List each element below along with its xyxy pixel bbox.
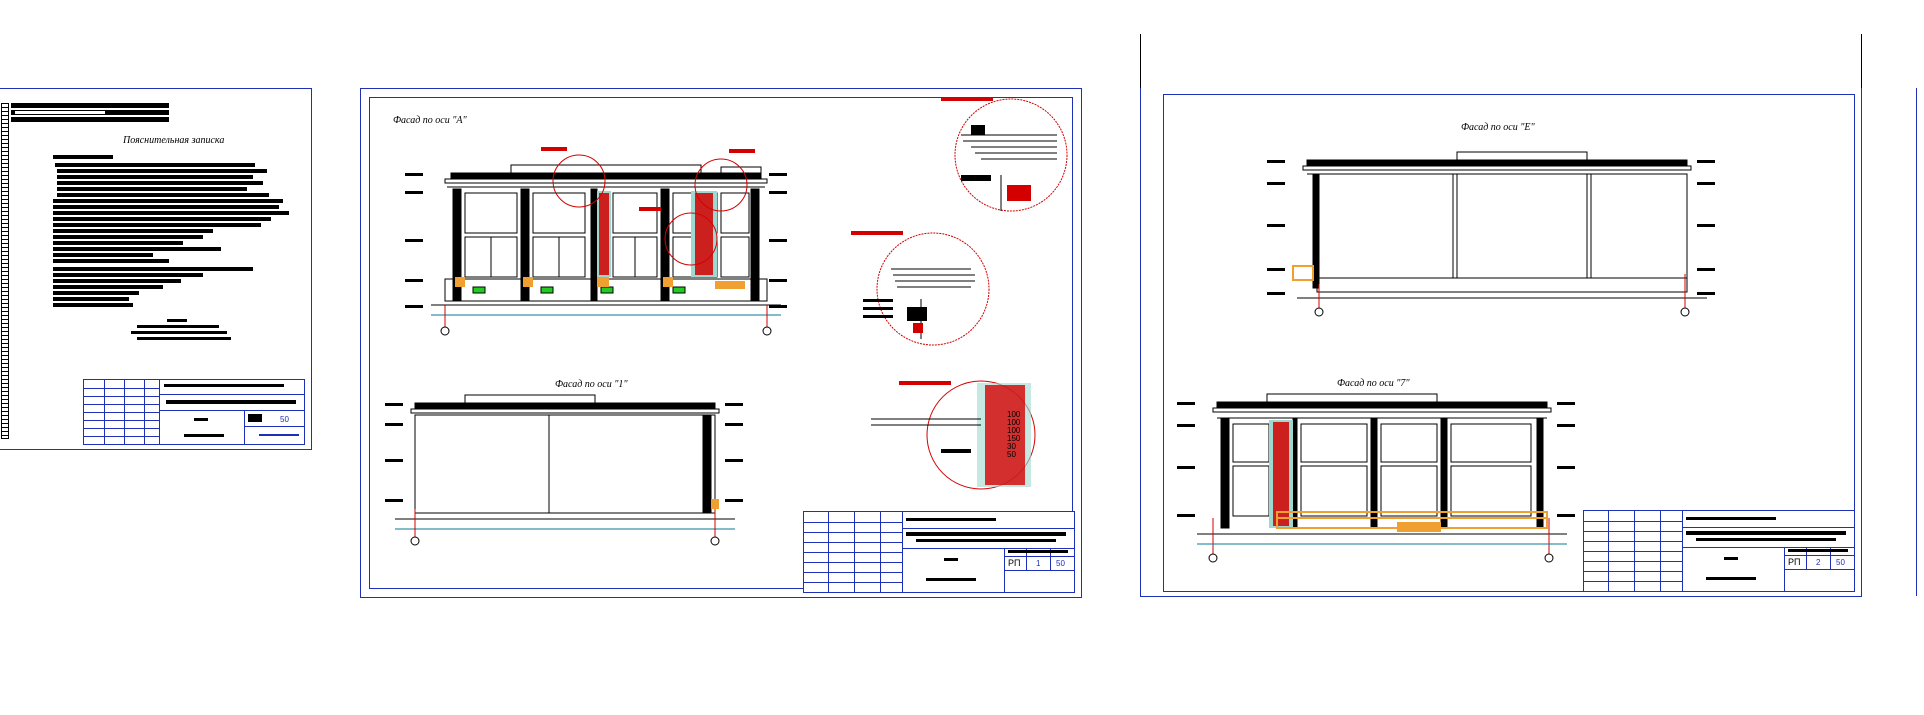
- title-block-sheet1: 50: [83, 379, 305, 445]
- detail-node-3: [871, 380, 1036, 490]
- facade-a-title: Фасад по оси "А": [393, 115, 467, 126]
- stamp2-sheet: 1: [1036, 559, 1041, 568]
- note-text-block: [53, 155, 293, 355]
- detail-node-2: [851, 231, 990, 346]
- sheet-facades-a-1[interactable]: Фасад по оси "А" Фасад по оси "1": [360, 88, 1082, 598]
- facade-7-drawing: [1177, 393, 1575, 563]
- sheet-partial-right[interactable]: [1916, 88, 1924, 596]
- note-title: Пояснительная записка: [123, 135, 225, 146]
- facade-a-drawing: [405, 147, 787, 336]
- stamp3-stage: РП: [1788, 557, 1801, 567]
- sheet3-inner-frame: [1163, 94, 1855, 592]
- header-table: [11, 103, 169, 127]
- facade-e-title: Фасад по оси "Е": [1461, 122, 1535, 133]
- stamp3-sheet: 2: [1816, 558, 1821, 567]
- detail-dimensions: 100 100 100 150 30 50: [1007, 410, 1021, 459]
- stamp3-scale: 50: [1836, 558, 1845, 567]
- stamp2-stage: РП: [1008, 558, 1021, 568]
- stamp-scale: 50: [280, 415, 289, 424]
- sheet-facades-e-7[interactable]: Фасад по оси "Е" Фасад по оси "7": [1140, 88, 1862, 597]
- stamp2-scale: 50: [1056, 559, 1065, 568]
- facade-7-title: Фасад по оси "7": [1337, 378, 1410, 389]
- facade-1-title: Фасад по оси "1": [555, 379, 628, 390]
- sheet-explanatory-note[interactable]: Пояснительная записка: [0, 88, 312, 450]
- sheet2-inner-frame: [369, 97, 1073, 589]
- title-block-sheet3: РП 2 50: [1583, 510, 1855, 592]
- detail-node-1: [941, 97, 1068, 212]
- facade-e-drawing: [1267, 151, 1715, 317]
- left-list-column: [1, 103, 9, 439]
- title-block-sheet2: РП 1 50: [803, 511, 1075, 593]
- sheet3-upper-frame: [1140, 34, 1862, 89]
- facade-1-drawing: [385, 394, 743, 546]
